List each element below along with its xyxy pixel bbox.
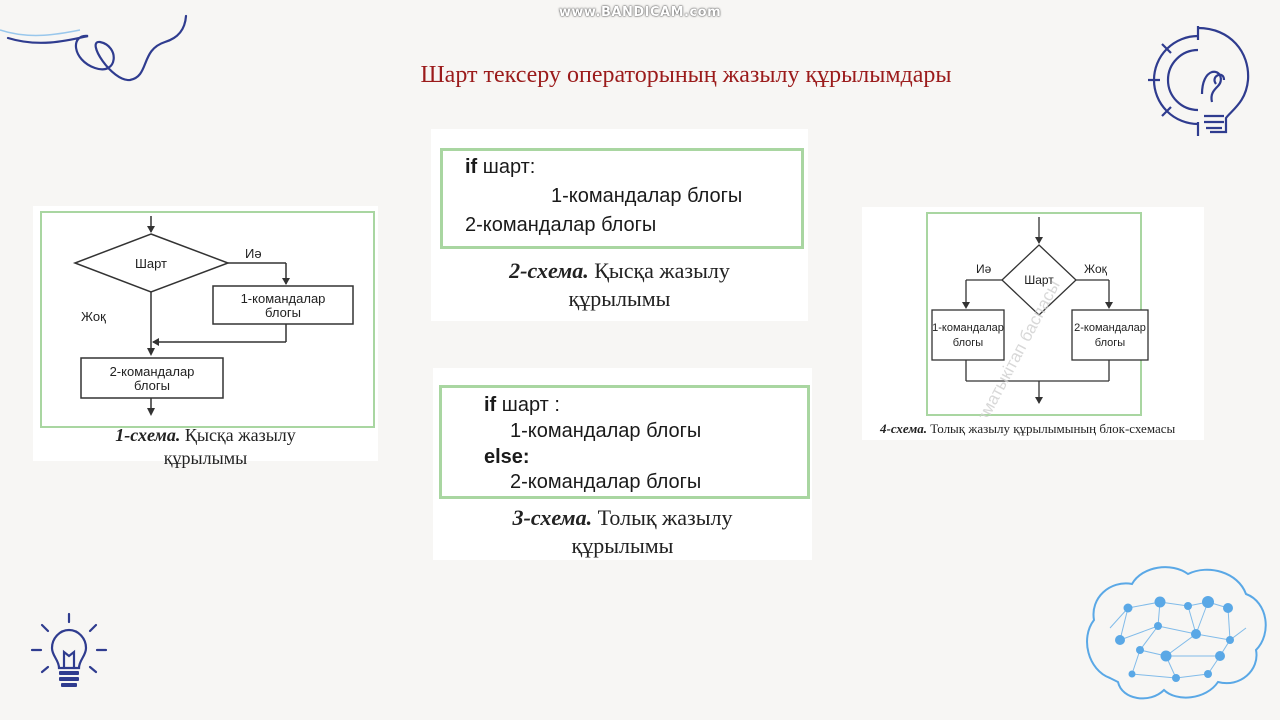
scheme4-caption-text: Толық жазылу құрылымының блок-схемасы [930,421,1176,436]
scheme3-condition: шарт : [501,394,560,416]
scheme1-caption-text: Қысқа жазылу [184,425,296,445]
scheme2-line3: 2-командалар блогы [465,214,657,236]
scheme3-caption-number: 3-схема. [512,505,593,530]
scheme1-condition-label: Шарт [135,256,167,271]
scheme1-caption-line2: құрылымы [163,447,248,468]
scheme4-flowchart: Шарт Иә Жоқ 1-командалар блогы 2-команда… [931,217,1149,417]
squiggle-decoration [0,14,188,82]
scheme1-block2-line2: блогы [134,378,170,393]
brain-network-icon [1086,566,1267,700]
scheme4-block2-line1: 2-командалар [1074,322,1146,334]
scheme4-no-label: Жоқ [1084,262,1108,276]
scheme3-line2: 1-командалар блогы [510,420,702,442]
recording-watermark: www.BANDICAM.com [558,5,722,20]
scheme1-card: Шарт Иә Жоқ 1-командалар блогы 2-команда… [33,206,378,468]
scheme3-code-box: if шарт : 1-командалар блогы else: 2-ком… [439,385,810,499]
scheme3-if-keyword: if [484,394,497,416]
scheme3-caption-text: Толық жазылу [597,505,733,530]
scheme4-caption-number: 4-схема. [880,421,928,436]
gear-bulb-icon [1148,26,1250,136]
slide-title: Шарт тексеру операторының жазылу құрылым… [420,62,952,88]
scheme4-block2-line2: блогы [1095,337,1125,349]
scheme2-condition: шарт: [482,156,536,178]
scheme4-card: Шарт Иә Жоқ 1-командалар блогы 2-команда… [862,207,1204,440]
scheme2-line1: if шарт: [465,156,535,179]
scheme4-yes-label: Иә [976,262,992,276]
scheme1-block2-line1: 2-командалар [110,364,195,379]
scheme2-caption-text: Қысқа жазылу [594,258,730,283]
scheme4-condition-label: Шарт [1024,273,1054,287]
scheme3-card: if шарт : 1-командалар блогы else: 2-ком… [433,368,812,560]
lightbulb-icon [30,612,108,687]
scheme2-caption-line2: құрылымы [568,285,671,311]
scheme2-code-box: if шарт: 1-командалар блогы 2-командалар… [440,148,804,249]
scheme2-line2: 1-командалар блогы [551,185,743,207]
scheme1-no-label: Жоқ [81,309,106,324]
scheme2-caption: 2-схема. Қысқа жазылу құрылымы [431,257,808,312]
scheme1-block1-line1: 1-командалар [241,291,326,306]
scheme3-line1: if шарт : [484,394,560,417]
scheme1-frame [40,211,375,428]
scheme1-yes-label: Иә [245,246,262,261]
scheme1-flowchart: Шарт Иә Жоқ 1-командалар блогы 2-команда… [72,216,354,416]
scheme4-block1-line1: 1-командалар [932,322,1004,334]
scheme1-block1-line2: блогы [265,305,301,320]
scheme2-caption-number: 2-схема. [509,258,589,283]
scheme1-caption: 1-схема. Қысқа жазылу құрылымы [33,424,378,469]
scheme3-caption-line2: құрылымы [571,532,674,558]
scheme4-caption: 4-схема. Толық жазылу құрылымының блок-с… [880,421,1175,437]
scheme2-card: if шарт: 1-командалар блогы 2-командалар… [431,129,808,321]
scheme2-if-keyword: if [465,156,478,178]
scheme3-caption: 3-схема. Толық жазылу құрылымы [433,504,812,559]
scheme3-line4: 2-командалар блогы [510,471,702,493]
scheme4-block1-line2: блогы [953,337,983,349]
scheme1-caption-number: 1-схема. [115,425,181,445]
scheme3-else-keyword: else: [484,446,530,468]
